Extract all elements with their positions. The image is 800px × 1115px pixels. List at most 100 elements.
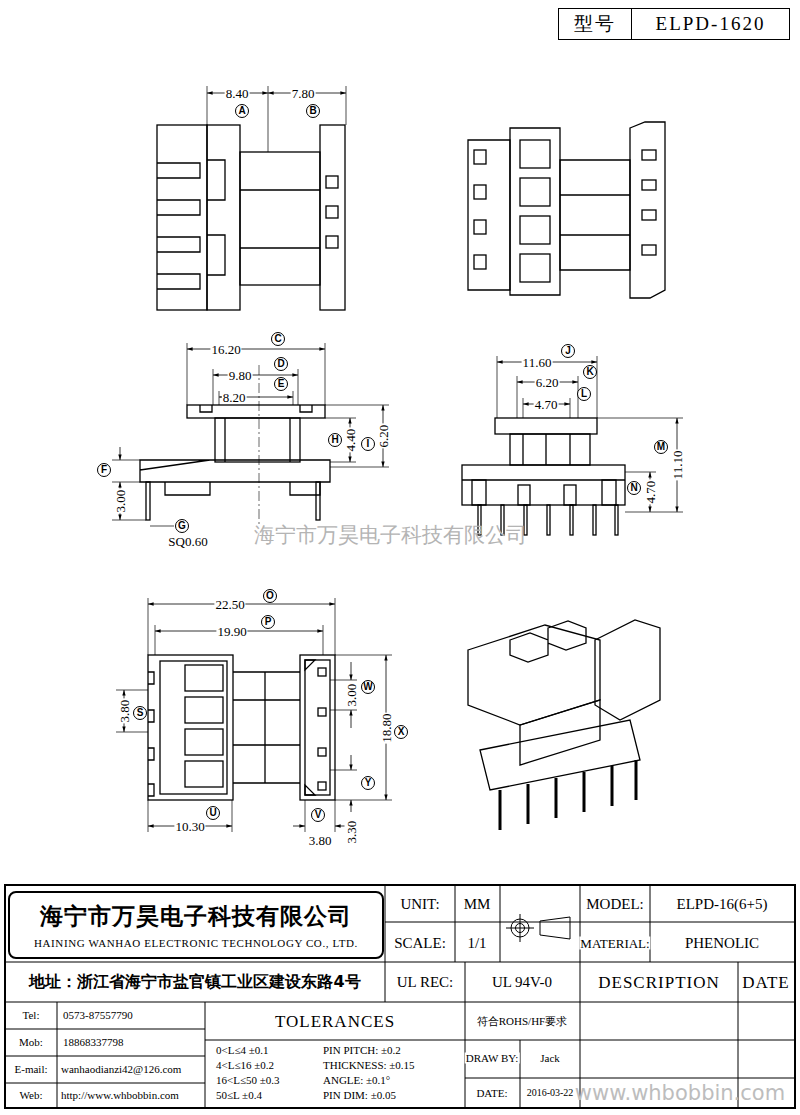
model-box: 型号ELPD-1620 [558,8,790,40]
top-view-line [326,206,338,218]
perspective-view-top-line [642,150,656,160]
table-cell: SCALE: [393,936,447,951]
table-cell: 1/1 [466,936,487,951]
model-number: ELPD-1620 [632,13,789,35]
side-view-dimensions-line [325,405,389,467]
side-view-line [146,482,150,520]
dimension-value: 11.10 [671,450,684,481]
top-view-line [157,163,200,289]
dimension-value: 16.20 [210,343,241,356]
tolerance-value: ANGLE: ±0.1° [322,1075,391,1086]
side-view-line [200,405,312,412]
table-cell: MATERIAL: [579,937,650,950]
side-view-line [316,482,320,520]
end-view-dimensions [497,356,683,512]
dimension-value: 8.20 [222,391,247,404]
bottom-view-line [185,697,223,723]
table-cell: ELPD-16(6+5) [676,897,769,912]
callout-letter: X [394,725,408,739]
top-view-line [240,190,320,248]
dimension-value: 9.80 [228,369,253,382]
callout-letter: M [654,440,668,454]
top-view-line [320,125,345,310]
side-view-line [165,482,320,495]
bottom-view-dimensions-line [148,800,335,832]
bottom-view-dimensions-line [330,655,392,800]
side-view-dimensions-line [112,460,146,520]
dimension-value: 3.80 [118,699,131,724]
side-view-dimensions-line [150,526,174,527]
dimension-value: 4.70 [644,480,657,505]
bottom-view-line [318,708,326,716]
bottom-view-line [318,668,326,676]
callout-letter: Y [361,776,375,790]
callout-letter: O [263,589,277,603]
bottom-view-line [305,660,315,795]
perspective-view-top-line [520,216,550,244]
perspective-view-top-line [630,122,665,298]
perspective-view-bottom-line [480,720,640,790]
end-view [462,418,625,535]
callout-letter: K [583,365,597,379]
tolerance-value: PIN DIM: ±0.05 [322,1090,397,1101]
dimension-value: 11.60 [522,356,553,369]
table-cell: UNIT: [399,897,440,912]
perspective-view-top-line [642,245,656,255]
title-block-grid-line [455,885,738,1108]
dimension-value: 6.20 [377,424,390,449]
table-cell: E-mail: [14,1064,49,1075]
table-cell: http://www.whbobbin.com [60,1090,180,1101]
perspective-view-top-line [560,160,630,270]
bottom-view-dimensions-line [351,755,352,770]
perspective-view-bottom-line [500,760,636,830]
tolerance-value: 16<L≤50 ±0.3 [215,1075,281,1086]
model-caption: 型号 [559,9,632,39]
watermark: 海宁市万昊电子科技有限公司 [253,525,528,546]
end-view-line [523,434,570,465]
bottom-view-line [148,655,233,800]
dimension-value: 3.00 [114,489,127,514]
end-view-line [518,485,530,505]
side-view-line [215,418,300,462]
table-cell: Jack [539,1053,561,1064]
perspective-view-top-line [474,255,486,269]
perspective-view-bottom-line [510,621,586,662]
bottom-view-line [185,729,223,755]
callout-letter: I [361,437,375,451]
callout-letter: P [261,615,275,629]
bottom-view-line [300,655,335,800]
address-text: 地址：浙江省海宁市盐官镇工业区建设东路4号 [28,974,361,990]
title-block-grid [5,885,795,1108]
top-view-line [207,160,225,275]
side-view-line [225,418,290,462]
bottom-view-line [318,782,326,790]
dimension-value: SQ0.60 [167,535,208,548]
perspective-view-top-line [642,180,656,190]
bottom-view-dimensions-line [148,598,335,655]
company-name: 海宁市万昊电子科技有限公司 [40,901,352,932]
side-view-dimensions [112,343,389,526]
projection-symbol [506,914,570,942]
side-view [140,405,330,520]
end-view-line [564,485,576,505]
dimension-value: 3.30 [345,820,358,845]
table-cell: DESCRIPTION [597,974,721,991]
dimension-value: 8.40 [225,87,250,100]
table-cell: 2016-03-22 [526,1088,575,1098]
callout-letter: W [361,680,375,694]
bottom-view-line [160,661,227,794]
callout-letter: D [274,357,288,371]
bottom-view-dimensions-line [351,710,352,728]
perspective-view-top-line [474,150,486,164]
perspective-view-top-line [520,140,550,168]
top-view-line [326,236,338,248]
table-cell: DRAW BY: [465,1053,520,1064]
callout-letter: H [328,433,342,447]
perspective-view-bottom-line [520,700,600,765]
end-view-line [547,505,550,535]
bottom-view-line [185,761,223,787]
perspective-view-top [468,122,665,298]
end-view-line [472,480,486,505]
end-view-line [462,465,625,505]
title-block-grid-line [5,885,795,1108]
